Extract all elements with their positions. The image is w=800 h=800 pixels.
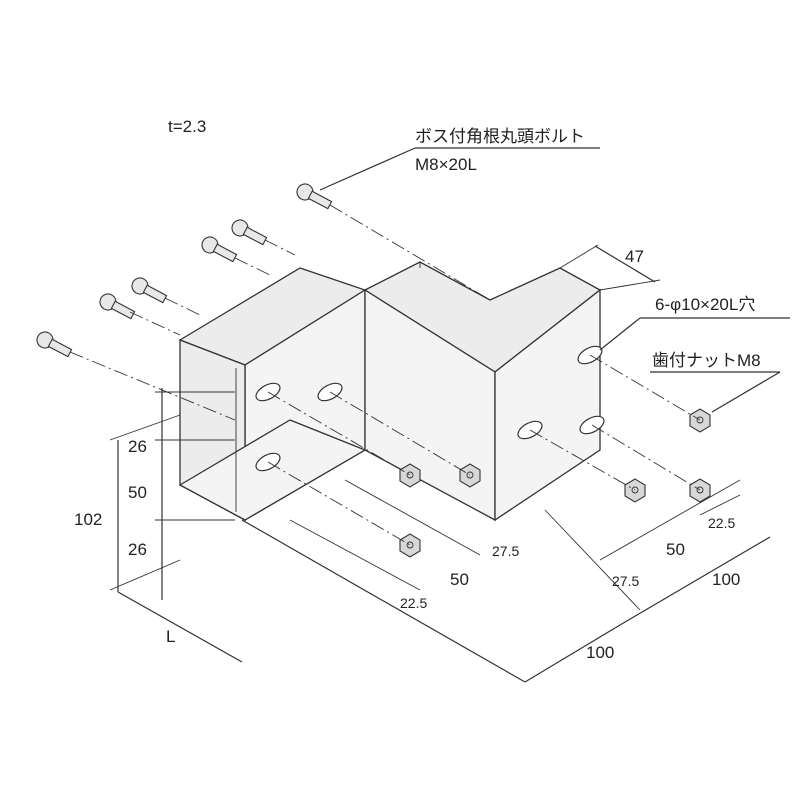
dim-26-top: 26	[128, 437, 147, 456]
dim-50-vertical: 50	[128, 483, 147, 502]
dim-50-mid: 50	[450, 570, 469, 589]
nut-icon	[459, 463, 481, 488]
bolt-icon	[296, 183, 333, 210]
right-bracket	[363, 261, 602, 522]
bolt-icon	[201, 236, 238, 263]
thickness-label: t=2.3	[168, 117, 206, 136]
bolt-icon	[131, 277, 168, 304]
dim-26-bottom: 26	[128, 540, 147, 559]
bolt-icon	[36, 331, 73, 358]
nut-icon	[399, 463, 421, 488]
bolt-size-label: M8×20L	[415, 155, 477, 174]
nut-icon	[399, 533, 421, 558]
bolt-icon	[231, 219, 268, 246]
dim-22-5-left: 22.5	[400, 595, 427, 611]
dim-22-5-right: 22.5	[708, 515, 735, 531]
dim-L: L	[166, 627, 175, 646]
bolt-icon	[99, 293, 136, 320]
nut-label: 歯付ナットM8	[652, 351, 761, 370]
bolt-name-label: ボス付角根丸頭ボルト	[415, 127, 585, 146]
nut-icons	[399, 408, 711, 558]
dim-50-right: 50	[666, 540, 685, 559]
dim-102: 102	[74, 510, 102, 529]
holes-label: 6-φ10×20L穴	[655, 295, 755, 314]
center-lines	[69, 204, 701, 546]
dim-27-5-left: 27.5	[492, 543, 519, 559]
bolt-icons	[36, 183, 333, 358]
nut-icon	[689, 408, 711, 433]
dim-100-bottom: 100	[586, 643, 614, 662]
dim-100-right: 100	[712, 570, 740, 589]
dimension-lines	[109, 244, 771, 683]
dim-47: 47	[625, 247, 644, 266]
dim-27-5-right: 27.5	[612, 573, 639, 589]
nut-icon	[624, 478, 646, 503]
nut-icon	[689, 478, 711, 503]
leaders	[319, 147, 790, 413]
